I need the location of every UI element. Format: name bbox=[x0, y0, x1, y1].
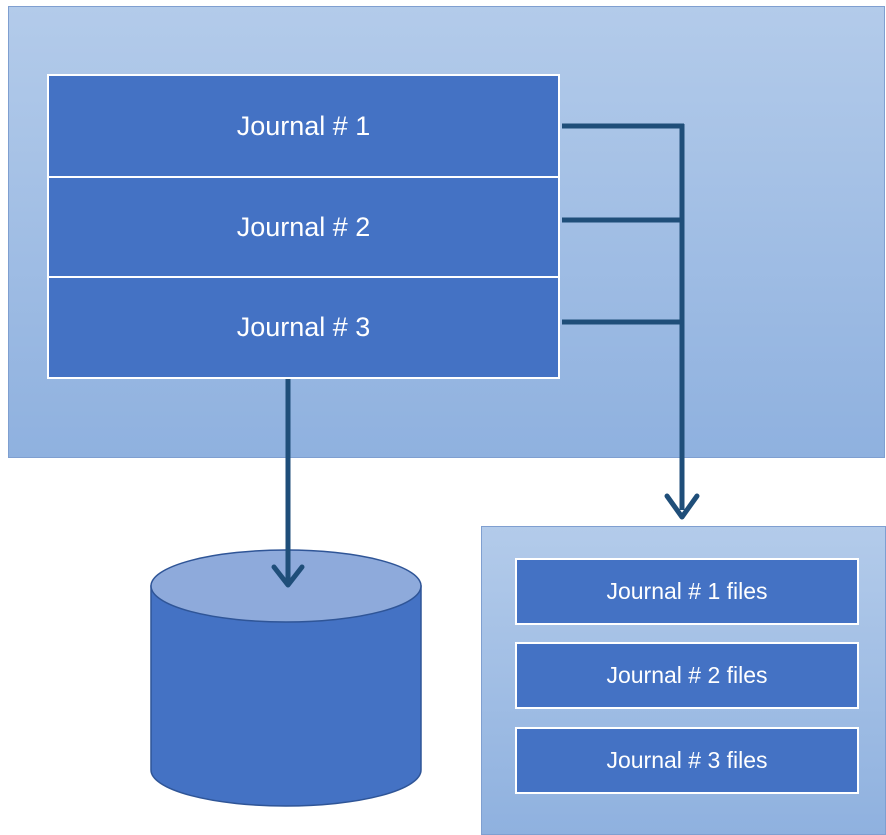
journal-3-box: Journal # 3 bbox=[49, 276, 558, 377]
journal-1-files-box: Journal # 1 files bbox=[515, 558, 859, 625]
journal-3-files-box: Journal # 3 files bbox=[515, 727, 859, 794]
journal-stack: Journal # 1 Journal # 2 Journal # 3 bbox=[47, 74, 560, 379]
journal-2-files-label: Journal # 2 files bbox=[606, 662, 768, 688]
journal-3-label: Journal # 3 bbox=[236, 312, 371, 342]
journal-1-box: Journal # 1 bbox=[49, 76, 558, 176]
journal-2-box: Journal # 2 bbox=[49, 176, 558, 276]
arrow-down-icon bbox=[271, 564, 305, 588]
journal-2-label: Journal # 2 bbox=[236, 211, 371, 242]
journal-3-files-label: Journal # 3 files bbox=[606, 747, 768, 773]
journal-2-files-box: Journal # 2 files bbox=[515, 642, 859, 709]
journal-connectors bbox=[562, 123, 685, 510]
journal-1-files-label: Journal # 1 files bbox=[606, 578, 768, 604]
database-cylinder-icon bbox=[150, 549, 422, 807]
journal-1-label: Journal # 1 bbox=[236, 110, 371, 141]
arrow-down-icon bbox=[664, 493, 700, 520]
